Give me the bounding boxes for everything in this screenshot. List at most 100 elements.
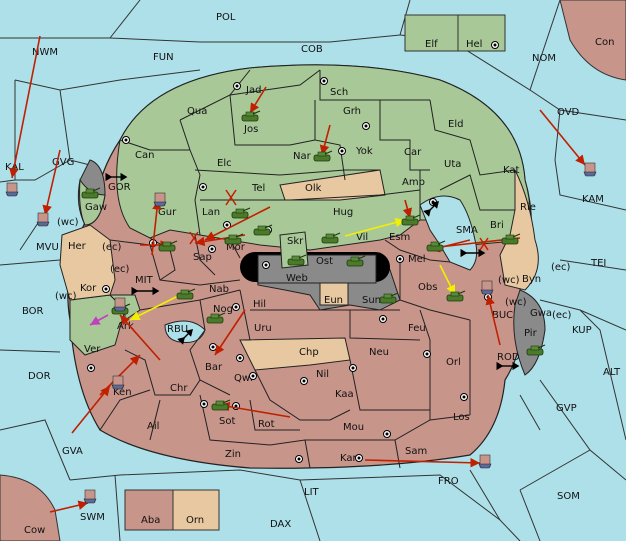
label-gaw: Gaw [85,202,107,213]
label-ec4: (ec) [552,310,572,321]
label-kaa: Kaa [335,389,354,400]
label-jad: Jad [245,85,261,96]
orn-island [172,489,220,531]
label-sap: Sap [193,252,212,263]
aba-island [124,489,174,531]
label-amp: Amp [402,177,425,188]
label-grh: Grh [343,106,361,117]
label-sun: Sun [362,295,381,306]
label-ec1: (ec) [102,242,122,253]
label-fro: FRO [438,476,459,487]
label-gur: Gur [158,207,177,218]
label-zin: Zin [225,449,241,460]
label-obs: Obs [418,282,437,293]
label-olk: Olk [305,183,322,194]
label-eld: Eld [448,119,463,130]
her-kor-region [59,224,116,301]
label-rie: Rie [520,202,536,213]
label-kam: KAM [582,194,604,205]
label-wc3: (wc) [498,275,520,286]
label-nom: NOM [532,53,556,64]
label-sma: SMA [456,225,478,236]
label-gvg: GVG [52,157,74,168]
label-mou: Mou [343,422,364,433]
label-hil: Hil [253,299,266,310]
label-elc: Elc [217,158,232,169]
label-yok: Yok [355,146,373,157]
label-tel: Tel [251,183,265,194]
label-gvp: GVP [556,403,577,414]
label-ec2: (ec) [110,264,130,275]
yellow-orders [129,217,456,321]
chp-region [239,337,351,371]
label-nil: Nil [316,369,329,380]
label-kat: Kat [503,165,520,176]
label-ver: Ver [84,344,101,355]
label-cob: COB [301,44,323,55]
label-rod: ROD [497,352,520,363]
label-bor: BOR [22,306,44,317]
label-feu: Feu [408,323,426,334]
label-nwm: NWM [32,47,58,58]
rie-byn-region [499,169,539,291]
failed-markers [189,189,489,251]
elf-hel-islands [404,14,506,52]
land-labels: Jad Sch Qua Jos Grh Eld Can Nar Yok Car … [68,85,552,464]
label-jos: Jos [243,124,258,135]
label-qua: Qua [187,106,207,117]
label-chr: Chr [170,383,188,394]
label-neu: Neu [369,347,389,358]
label-her: Her [68,241,87,252]
label-sch: Sch [330,87,348,98]
label-skr: Skr [287,236,304,247]
label-pir: Pir [524,328,538,339]
label-mit: MIT [135,275,154,286]
label-bri: Bri [490,220,504,231]
label-orl: Orl [446,357,461,368]
label-mvu: MVU [36,242,59,253]
label-cow: Cow [24,525,45,536]
label-hug: Hug [333,207,353,218]
label-alt: ALT [603,367,621,378]
label-aba: Aba [141,515,160,526]
label-bar: Bar [205,362,223,373]
label-rot: Rot [258,419,275,430]
label-hel: Hel [466,39,482,50]
label-rbu: RBU [167,324,188,335]
label-pol: POL [216,12,236,23]
label-wc1: (wc) [57,217,79,228]
magenta-orders [89,314,109,326]
label-orn: Orn [186,515,204,526]
label-wc2: (wc) [55,291,77,302]
label-ail: Ail [147,421,159,432]
label-kar: Kar [340,453,358,464]
label-fun: FUN [153,52,174,63]
label-buc: BUC [492,310,513,321]
label-elf: Elf [425,39,438,50]
label-esm: Esm [389,232,410,243]
label-wc4: (wc) [505,297,527,308]
label-chp: Chp [299,347,319,358]
label-web: Web [286,273,308,284]
label-ost: Ost [316,256,333,267]
label-sam: Sam [405,446,427,457]
label-con: Con [595,37,614,48]
label-ark: Ark [117,321,134,332]
label-dax: DAX [270,519,291,530]
label-los: Los [453,412,470,423]
label-kor: Kor [80,283,97,294]
label-byn: Byn [522,274,541,285]
sea-labels: POL NWM FUN COB NOM Con Elf Hel KAL GVG … [5,12,621,536]
label-som: SOM [557,491,580,502]
label-gor: GOR [108,182,131,193]
label-ken: Ken [113,387,132,398]
cow-island [0,474,61,541]
olk-region [279,169,386,201]
label-gva: GVA [62,446,83,457]
label-dor: DOR [28,371,51,382]
label-lan: Lan [202,207,220,218]
label-sot: Sot [219,416,235,427]
red-orders [9,35,586,513]
label-tei: TEI [590,258,606,269]
